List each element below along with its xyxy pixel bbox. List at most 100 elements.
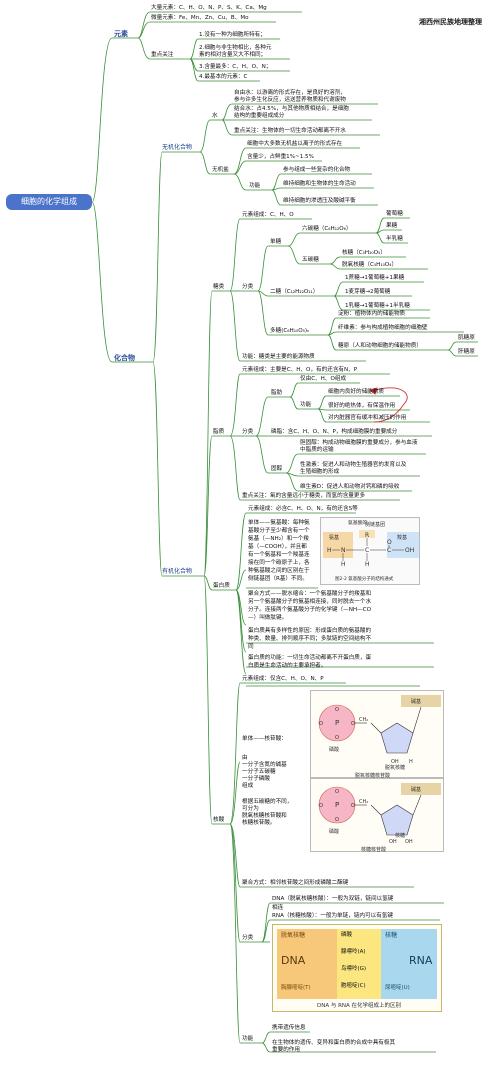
dna-desc-2: 相连: [272, 905, 284, 911]
svg-text:O: O: [335, 707, 339, 713]
phospholipid: 磷脂：含C、H、O、N、P，构成细胞膜的重要成分: [271, 429, 398, 435]
svg-text:C: C: [365, 547, 369, 554]
svg-text:C: C: [387, 547, 391, 554]
nucleotide-5: 一分子五碳糖: [242, 769, 276, 775]
salt-function-1: 参与组成一些复杂的化合物: [283, 167, 351, 173]
disaccharide[interactable]: 二糖（C₁₂H₂₂O₁₁）: [270, 289, 319, 295]
node-inorganic[interactable]: 无机化合物: [162, 144, 193, 151]
cholesterol-1: 胆固醇：构成动物细胞膜的重要成分，参与血液: [300, 440, 418, 446]
lactose: 1乳糖→1葡萄糖+1半乳糖: [345, 303, 410, 309]
major-elements: 大量元素：C、H、O、N、P、S、K、Ca、Mg: [151, 5, 267, 11]
fat[interactable]: 脂肪: [271, 390, 283, 396]
nucleotide-7: 组成: [242, 783, 254, 789]
fig-amino-label: 氨基: [329, 534, 339, 541]
fat-composition: 仅由C、H、O组成: [300, 376, 347, 382]
protein-function-2: 白质是生命活动的主要承担者。: [248, 663, 327, 669]
cholesterol-2: 中脂质的运输: [300, 447, 334, 453]
nucleic-function-label[interactable]: 功能: [242, 1036, 254, 1042]
salt-function-label[interactable]: 功能: [249, 183, 261, 189]
dna-desc-1: DNA（脱氧核糖核酸）：一般为双链，链间以氢键: [272, 896, 394, 902]
ribose: 核糖（C₅H₁₀O₅）: [342, 250, 386, 256]
node-compounds[interactable]: 化合物: [114, 354, 135, 362]
protein-function-1: 蛋白质的功能：一切生命活动都离不开蛋白质，蛋: [248, 655, 372, 661]
elements-focus-label[interactable]: 重点关注: [151, 52, 174, 58]
svg-text:核糖: 核糖: [395, 832, 405, 839]
diversity-3: 同: [248, 644, 254, 650]
amino-acid-caption: 图2-2 氨基酸分子的结构通式: [335, 575, 394, 582]
fig-side-chain-label: 侧链基团: [365, 521, 385, 528]
shared-guanine: 鸟嘌呤(G): [341, 966, 367, 972]
diversity-1: 蛋白质具有多样性的原因：形成蛋白质的氨基酸的: [248, 628, 372, 634]
node-elements[interactable]: 元素: [114, 30, 128, 38]
svg-text:脱氧核糖核苷酸: 脱氧核糖核苷酸: [355, 772, 390, 779]
nucleic-classification[interactable]: 分类: [242, 935, 254, 941]
svg-text:P: P: [335, 801, 339, 809]
amino-acid-2: 基酸分子至少都含有一个: [248, 528, 310, 534]
watermark: 湘西州民族地理整理: [419, 18, 482, 26]
ribonucleotide-figure: P O O O O CH₂ 碱基 磷酸 OH OH 核糖 核糖核苷酸: [310, 778, 444, 853]
fat-function-3: 对内脏器官有缓冲和减压的作用: [328, 415, 407, 421]
amino-acid-formula: 侧链基团 氨基 羧基 R H N C C OH H H O 图2-2 氨基酸分子…: [323, 521, 419, 582]
svg-text:O: O: [335, 789, 339, 795]
sterol[interactable]: 固醇: [271, 466, 283, 472]
nucleotide-6: 一分子磷酸: [242, 776, 270, 782]
svg-text:N: N: [341, 547, 346, 554]
svg-text:H: H: [327, 547, 332, 554]
fat-function-1: 细胞内良好的储能物质: [328, 389, 384, 395]
bound-water-2: 结构的重要组成成分: [234, 113, 285, 119]
svg-text:O: O: [335, 817, 339, 823]
polymerization-1: 聚合方式——脱水缩合：一个氨基酸分子的羧基和: [248, 591, 372, 597]
vitamin-d: 维生素D：促进人和动物对钙和磷的吸收: [300, 484, 400, 490]
node-nucleic-acid[interactable]: 核酸: [213, 817, 225, 823]
nucleic-polymerization: 聚合方式：相邻核苷酸之间形成磷酸二酯键: [242, 880, 349, 886]
mindmap-root-title[interactable]: 细胞的化学组成: [6, 194, 92, 210]
svg-text:R: R: [365, 532, 369, 539]
sugar-classification[interactable]: 分类: [242, 284, 254, 290]
svg-text:CH₂: CH₂: [359, 717, 368, 723]
nucleotide-4: 一分子含氮的碱基: [242, 762, 287, 768]
deoxyribonucleotide-figure: P O O O O CH₂ 碱基 磷酸 OH H 脱氧核糖 脱氧核糖核苷酸: [310, 690, 444, 779]
glucose: 葡萄糖: [386, 211, 403, 217]
free-water-2: 参与许多生化反应，运送营养物质和代谢废物: [234, 97, 346, 103]
svg-text:O: O: [351, 721, 355, 727]
monosaccharide[interactable]: 单糖: [270, 239, 282, 245]
svg-text:O: O: [387, 539, 392, 546]
svg-text:OH: OH: [405, 839, 413, 845]
hexose: 六碳糖（C₆H₁₂O₆）: [302, 226, 352, 232]
diversity-2: 种类、数量、排列顺序不同；多肽链的空间结构不: [248, 636, 372, 642]
lipid-classification[interactable]: 分类: [242, 429, 254, 435]
node-sugar[interactable]: 糖类: [213, 284, 225, 290]
fig-carboxyl-label: 羧基: [397, 534, 407, 541]
shared-phosphate: 磷酸: [341, 932, 353, 938]
node-lipid[interactable]: 脂质: [213, 429, 225, 435]
svg-text:脱氧核糖: 脱氧核糖: [385, 764, 405, 771]
sugar-composition: 元素组成：C、H、O: [242, 212, 294, 218]
nucleotide-3: 由: [242, 755, 248, 761]
elements-focus-5: 4.最基本的元素：C: [199, 74, 248, 80]
fructose: 果糖: [386, 223, 398, 229]
amino-acid-3: 氨基（—NH₂）和一个羧: [248, 536, 309, 542]
rna-desc: RNA（核糖核酸）：一般为单链，链内可以有氢键: [272, 913, 393, 919]
cellulose: 纤维素：参与构成植物细胞的细胞壁: [338, 325, 428, 331]
bound-water-1: 结合水：占4.5%，与其他物质相结合，是细胞: [234, 106, 349, 112]
node-protein[interactable]: 蛋白质: [213, 583, 230, 589]
nucleotide-1: 单体——核苷酸：: [242, 736, 287, 742]
pentose: 五碳糖: [302, 257, 319, 263]
amino-acid-8: 侧链基团（R基）不同。: [248, 576, 308, 582]
elements-focus-2: 2.细胞与非生物相比，各种元: [199, 45, 272, 51]
node-inorganic-salt[interactable]: 无机盐: [212, 167, 229, 173]
rna-sugar: 核糖: [385, 932, 398, 939]
sugar-function: 功能：糖类是主要的能源物质: [242, 354, 315, 360]
amino-acid-figure-title: 氨基酸的: [348, 521, 368, 526]
dna-sugar: 脱氧核糖: [281, 932, 306, 939]
amino-acid-6: 接在同一个碳原子上，各: [248, 560, 310, 566]
svg-text:磷酸: 磷酸: [329, 828, 339, 835]
polymerization-4: —）叫做肽键。: [248, 615, 288, 621]
polysaccharide[interactable]: 多糖(C₆H₁₀O₅)ₙ: [270, 328, 310, 334]
fat-function-label[interactable]: 功能: [300, 402, 312, 408]
svg-text:核糖核苷酸: 核糖核苷酸: [361, 846, 386, 853]
svg-text:OH: OH: [391, 759, 399, 765]
polymerization-3: 分子。连接两个氨基酸分子的化学键（—NH—CO: [248, 607, 371, 613]
node-organic[interactable]: 有机化合物: [162, 568, 193, 575]
node-water[interactable]: 水: [212, 113, 218, 119]
